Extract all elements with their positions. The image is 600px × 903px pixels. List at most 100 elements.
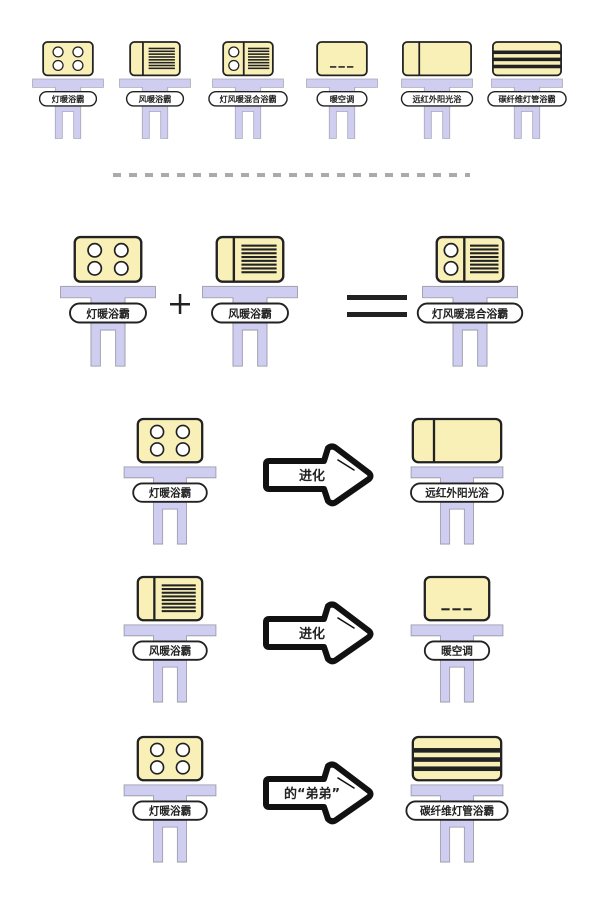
fan-vent-icon bbox=[470, 259, 499, 262]
fan-vent-icon bbox=[161, 591, 196, 594]
figure-body bbox=[60, 285, 156, 367]
heater-figure: 风暖浴霸 bbox=[202, 235, 298, 367]
lamp-bulb-icon bbox=[72, 59, 84, 72]
heater-label: 暖空调 bbox=[441, 645, 473, 658]
lamp-bulb-icon bbox=[87, 242, 103, 258]
arrow: 的“弟弟” bbox=[263, 761, 374, 825]
fan-vent-icon bbox=[470, 263, 499, 266]
arrow-label: 进化 bbox=[299, 626, 325, 642]
label-pill bbox=[423, 640, 491, 661]
heater-figure: 灯风暖混合浴霸 bbox=[416, 235, 524, 367]
heater-label: 暖空调 bbox=[330, 94, 354, 104]
figure-body bbox=[306, 78, 378, 139]
heater-figure: 风暖浴霸 bbox=[123, 575, 217, 703]
figure-body bbox=[123, 466, 217, 545]
heater-figure: 碳纤维灯管浴霸 bbox=[487, 41, 567, 139]
aircon-vent-icon bbox=[338, 66, 345, 68]
heater-label: 风暖浴霸 bbox=[149, 645, 191, 658]
heater-label: 灯风暖混合浴霸 bbox=[432, 306, 508, 320]
heater-label: 灯暖浴霸 bbox=[149, 805, 191, 818]
carbon-heater-head bbox=[411, 735, 503, 782]
figure-body bbox=[123, 624, 217, 703]
plus-sign bbox=[170, 294, 190, 314]
heater-label: 灯风暖混合浴霸 bbox=[219, 94, 276, 104]
heater-figure: 灯风暖混合浴霸 bbox=[208, 41, 288, 139]
arrow: 进化 bbox=[263, 443, 374, 507]
label-pill bbox=[400, 90, 474, 107]
fan-vent-icon bbox=[470, 256, 499, 259]
fan-vent-icon bbox=[248, 53, 270, 55]
fan-vent-icon bbox=[148, 53, 175, 55]
figure-body bbox=[410, 466, 504, 545]
arrow-icon bbox=[263, 601, 374, 665]
aircon-vent-icon bbox=[346, 66, 354, 68]
label-pill bbox=[405, 800, 509, 821]
fan-vent-icon bbox=[248, 59, 270, 61]
label-pill bbox=[316, 90, 368, 107]
lamp-heater-head bbox=[73, 235, 143, 283]
fan-vent-icon bbox=[241, 267, 277, 270]
fan-vent-icon bbox=[241, 263, 277, 266]
fan-vent-icon bbox=[241, 248, 277, 251]
fan-vent-icon bbox=[248, 67, 270, 70]
label-pill bbox=[38, 90, 98, 107]
lamp-bulb-icon bbox=[52, 59, 64, 72]
lamp-bulb-icon bbox=[175, 442, 191, 457]
fan-vent-icon bbox=[470, 252, 499, 255]
fan-vent-icon bbox=[148, 59, 175, 61]
fan-heater-head bbox=[129, 41, 181, 77]
heater-label: 灯暖浴霸 bbox=[149, 487, 191, 500]
heater-label: 碳纤维灯管浴霸 bbox=[498, 94, 555, 104]
fan-vent-icon bbox=[148, 47, 175, 50]
infrared-heater-head bbox=[411, 417, 503, 464]
fan-vent-icon bbox=[248, 61, 270, 64]
figure-body bbox=[410, 784, 504, 863]
heater-figure: 风暖浴霸 bbox=[119, 41, 191, 139]
fan-vent-icon bbox=[241, 252, 277, 255]
fan-vent-icon bbox=[161, 610, 196, 613]
lamp-bulb-icon bbox=[87, 260, 103, 276]
fan-vent-icon bbox=[470, 267, 499, 270]
combo-heater-head bbox=[435, 235, 505, 283]
fan-vent-icon bbox=[470, 271, 499, 274]
heater-label: 远红外阳光浴 bbox=[425, 487, 489, 500]
carbon-tube-icon bbox=[412, 748, 502, 753]
label-pill bbox=[132, 640, 208, 661]
carbon-tube-icon bbox=[492, 50, 562, 55]
fan-vent-icon bbox=[161, 595, 196, 598]
fan-vent-icon bbox=[148, 56, 175, 58]
combination-equation: 灯暖浴霸风暖浴霸灯风暖混合浴霸 bbox=[60, 235, 524, 367]
heater-figure: 碳纤维灯管浴霸 bbox=[405, 735, 509, 863]
lamp-bulb-icon bbox=[149, 742, 165, 758]
heater-label: 灯暖浴霸 bbox=[52, 94, 85, 104]
heater-figure: 灯暖浴霸 bbox=[123, 417, 217, 545]
arrow-label: 的“弟弟” bbox=[284, 786, 340, 802]
lamp-bulb-icon bbox=[228, 59, 240, 72]
fan-vent-icon bbox=[148, 64, 175, 67]
label-pill bbox=[132, 482, 208, 503]
fan-vent-icon bbox=[148, 67, 175, 70]
arrow-icon bbox=[263, 443, 374, 507]
fan-vent-icon bbox=[248, 64, 270, 67]
figure-body bbox=[401, 78, 473, 139]
lamp-bulb-icon bbox=[149, 760, 165, 775]
label-pill bbox=[416, 302, 524, 324]
lamp-bulb-icon bbox=[113, 242, 129, 258]
fan-vent-icon bbox=[161, 599, 196, 602]
figure-body bbox=[491, 78, 563, 139]
aircon-vent-icon bbox=[463, 608, 472, 611]
fan-vent-icon bbox=[248, 56, 270, 58]
lamp-bulb-icon bbox=[175, 742, 191, 758]
lamp-bulb-icon bbox=[175, 760, 191, 775]
fan-vent-icon bbox=[161, 606, 196, 609]
combo-heater-head bbox=[222, 41, 274, 77]
evolution-row: 灯暖浴霸 的“弟弟” 碳纤维灯管浴霸 bbox=[123, 735, 509, 863]
carbon-tube-icon bbox=[492, 64, 562, 69]
label-pill bbox=[132, 800, 208, 821]
fan-vent-icon bbox=[241, 244, 277, 247]
heater-figure: 灯暖浴霸 bbox=[60, 235, 156, 367]
lamp-bulb-icon bbox=[149, 424, 165, 440]
